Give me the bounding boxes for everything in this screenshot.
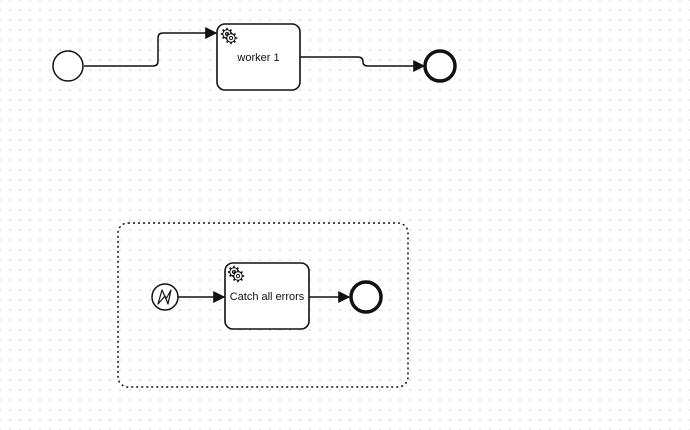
lightning-icon xyxy=(157,289,172,305)
start-event[interactable] xyxy=(52,50,84,82)
sequence-flow-worker-to-end[interactable] xyxy=(300,56,426,72)
task-worker[interactable]: worker 1 xyxy=(216,23,301,91)
error-start-event[interactable] xyxy=(151,283,179,311)
task-catch-all-errors-label: Catch all errors xyxy=(230,291,305,303)
task-worker-label: worker 1 xyxy=(236,52,279,64)
sequence-flow-start-to-worker[interactable] xyxy=(84,27,218,67)
subprocess-end-event[interactable] xyxy=(349,280,383,314)
task-catch-all-errors[interactable]: Catch all errors xyxy=(224,262,310,330)
gear-icon xyxy=(224,30,238,46)
event-subprocess[interactable] xyxy=(117,222,409,388)
end-event[interactable] xyxy=(423,49,457,83)
gear-icon xyxy=(231,268,245,284)
